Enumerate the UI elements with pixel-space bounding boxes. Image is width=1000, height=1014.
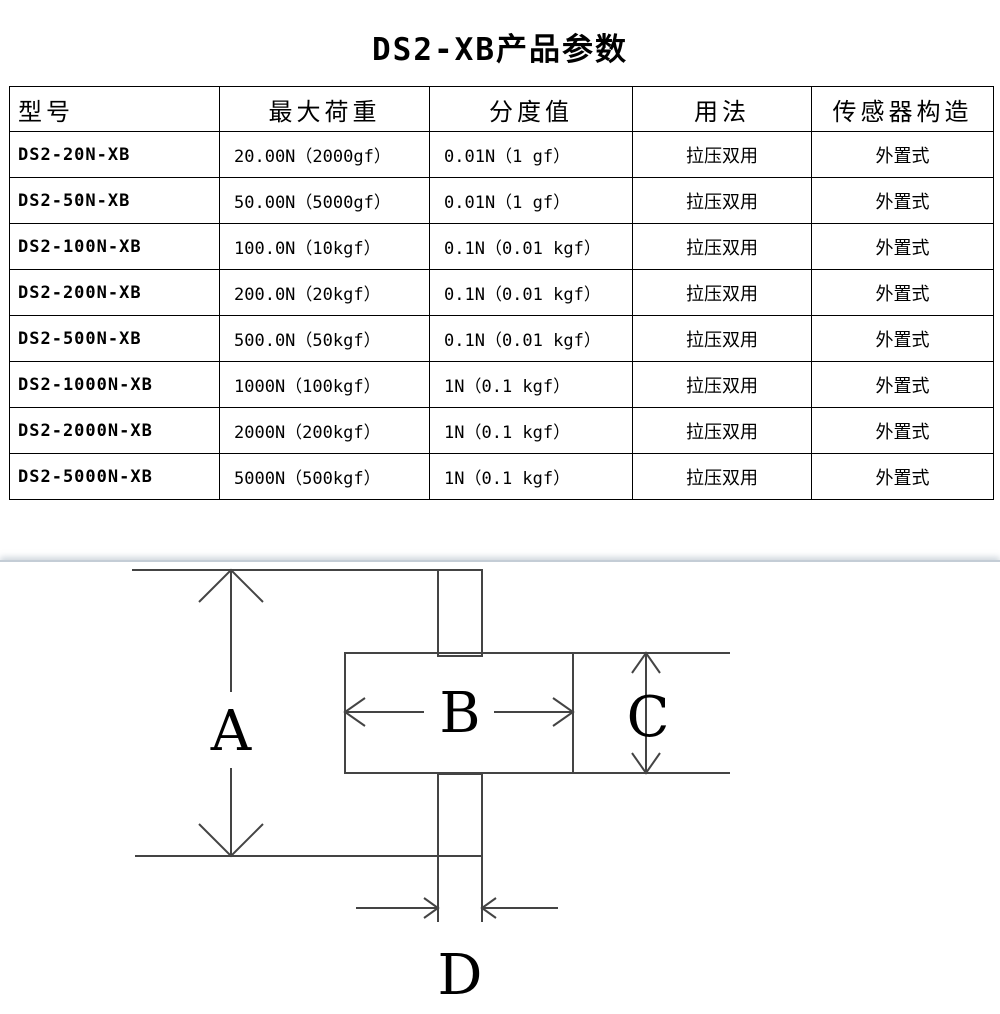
cell-resolution: 1N（0.1 kgf） (429, 361, 633, 408)
dimension-label-d: D (438, 943, 483, 1008)
cell-model: DS2-1000N-XB (9, 361, 220, 408)
cell-model: DS2-5000N-XB (9, 453, 220, 500)
cell-max-load: 1000N（100kgf） (219, 361, 430, 408)
table-header-row: 型号 最大荷重 分度值 用法 传感器构造 (9, 86, 994, 132)
cell-resolution: 1N（0.1 kgf） (429, 407, 633, 454)
header-resolution: 分度值 (429, 86, 633, 132)
cell-resolution: 0.01N（1 gf） (429, 131, 633, 178)
cell-resolution: 1N（0.1 kgf） (429, 453, 633, 500)
cell-sensor-structure: 外置式 (811, 453, 994, 500)
shaft-top (437, 569, 483, 657)
cell-usage: 拉压双用 (632, 407, 812, 454)
table-row: DS2-500N-XB 500.0N（50kgf） 0.1N（0.01 kgf）… (9, 315, 994, 362)
shaft-bottom (437, 773, 483, 857)
dimension-label-a: A (210, 699, 252, 764)
cell-resolution: 0.1N（0.01 kgf） (429, 223, 633, 270)
d-arrow-right (480, 897, 497, 919)
dimension-label-b: B (439, 681, 480, 746)
cell-usage: 拉压双用 (632, 269, 812, 316)
cell-model: DS2-2000N-XB (9, 407, 220, 454)
cell-resolution: 0.1N（0.01 kgf） (429, 269, 633, 316)
cell-max-load: 20.00N（2000gf） (219, 131, 430, 178)
cell-usage: 拉压双用 (632, 315, 812, 362)
cell-sensor-structure: 外置式 (811, 131, 994, 178)
b-arrow-left (343, 697, 366, 727)
dimension-label-c: C (627, 685, 670, 750)
cell-model: DS2-20N-XB (9, 131, 220, 178)
a-arrow-up (198, 568, 264, 603)
cell-sensor-structure: 外置式 (811, 177, 994, 224)
cell-usage: 拉压双用 (632, 223, 812, 270)
c-arrow-up (631, 651, 661, 674)
table-row: DS2-5000N-XB 5000N（500kgf） 1N（0.1 kgf） 拉… (9, 453, 994, 500)
cell-sensor-structure: 外置式 (811, 407, 994, 454)
drawing-lines (132, 568, 730, 922)
a-arrow-down (198, 823, 264, 858)
cell-sensor-structure: 外置式 (811, 223, 994, 270)
header-model: 型号 (9, 86, 220, 132)
cell-usage: 拉压双用 (632, 177, 812, 224)
page-title: DS2-XB产品参数 (372, 32, 628, 68)
cell-model: DS2-50N-XB (9, 177, 220, 224)
cell-usage: 拉压双用 (632, 361, 812, 408)
table-row: DS2-1000N-XB 1000N（100kgf） 1N（0.1 kgf） 拉… (9, 361, 994, 408)
table-row: DS2-50N-XB 50.00N（5000gf） 0.01N（1 gf） 拉压… (9, 177, 994, 224)
cell-sensor-structure: 外置式 (811, 269, 994, 316)
cell-sensor-structure: 外置式 (811, 361, 994, 408)
dimension-drawing-panel: A B C D (0, 560, 1000, 1014)
cell-max-load: 200.0N（20kgf） (219, 269, 430, 316)
cell-model: DS2-200N-XB (9, 269, 220, 316)
d-arrow-left (423, 897, 440, 919)
b-arrow-right (552, 697, 575, 727)
header-usage: 用法 (632, 86, 812, 132)
cell-sensor-structure: 外置式 (811, 315, 994, 362)
cell-model: DS2-100N-XB (9, 223, 220, 270)
cell-max-load: 5000N（500kgf） (219, 453, 430, 500)
cell-usage: 拉压双用 (632, 131, 812, 178)
cell-model: DS2-500N-XB (9, 315, 220, 362)
cell-usage: 拉压双用 (632, 453, 812, 500)
cell-max-load: 100.0N（10kgf） (219, 223, 430, 270)
dimension-drawing: A B C D (132, 568, 730, 1008)
table-row: DS2-20N-XB 20.00N（2000gf） 0.01N（1 gf） 拉压… (9, 131, 994, 178)
spec-table: 型号 最大荷重 分度值 用法 传感器构造 DS2-20N-XB 20.00N（2… (9, 86, 994, 500)
c-arrow-down (631, 752, 661, 775)
cell-max-load: 500.0N（50kgf） (219, 315, 430, 362)
table-row: DS2-200N-XB 200.0N（20kgf） 0.1N（0.01 kgf）… (9, 269, 994, 316)
cell-resolution: 0.1N（0.01 kgf） (429, 315, 633, 362)
cell-max-load: 50.00N（5000gf） (219, 177, 430, 224)
table-row: DS2-2000N-XB 2000N（200kgf） 1N（0.1 kgf） 拉… (9, 407, 994, 454)
cell-resolution: 0.01N（1 gf） (429, 177, 633, 224)
cell-max-load: 2000N（200kgf） (219, 407, 430, 454)
header-sensor-structure: 传感器构造 (811, 86, 994, 132)
header-max-load: 最大荷重 (219, 86, 430, 132)
table-row: DS2-100N-XB 100.0N（10kgf） 0.1N（0.01 kgf）… (9, 223, 994, 270)
